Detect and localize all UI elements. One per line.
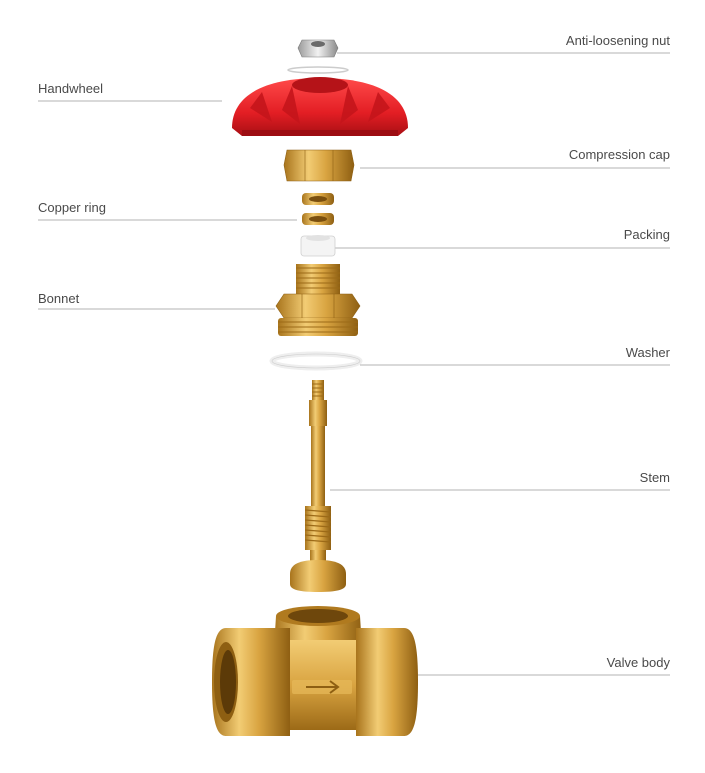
packing-part (300, 235, 336, 257)
label-packing: Packing (623, 227, 670, 242)
label-anti-loosening-nut: Anti-loosening nut (565, 33, 670, 48)
washer-part (269, 351, 363, 371)
compression-cap-part (283, 149, 355, 182)
label-copper-ring: Copper ring (38, 200, 106, 215)
anti-loosening-nut-part (287, 39, 349, 74)
copper-ring-part (302, 193, 334, 225)
valve-body-part (212, 606, 418, 736)
label-washer: Washer (625, 345, 670, 360)
leader-lines (38, 52, 670, 676)
handwheel-part (232, 77, 408, 136)
bonnet-part (275, 264, 361, 336)
label-compression-cap: Compression cap (568, 147, 670, 162)
label-handwheel: Handwheel (38, 81, 104, 96)
label-bonnet: Bonnet (38, 291, 80, 306)
flow-arrow-icon (306, 680, 340, 694)
label-valve-body: Valve body (606, 655, 670, 670)
label-stem: Stem (639, 470, 670, 485)
stem-part (290, 380, 346, 592)
